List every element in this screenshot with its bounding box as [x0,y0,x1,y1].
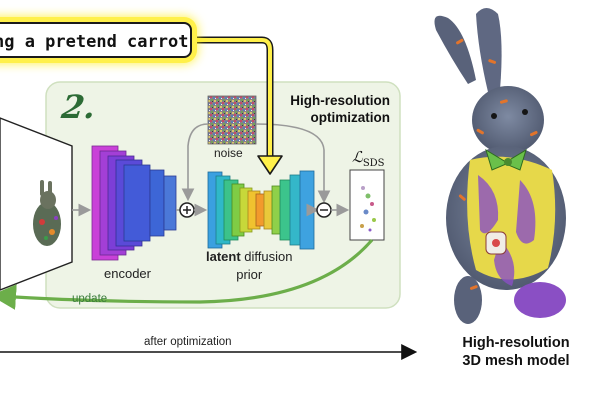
result-title: High-resolution 3D mesh model [436,334,596,370]
stage-title: High-resolution optimization [250,92,390,126]
prior-label-bold: latent [206,249,241,264]
result-title-line2: 3D mesh model [462,353,570,369]
noise-image [207,95,257,145]
sds-loss-label: ℒSDS [352,148,385,169]
prior-label-line2: prior [236,267,263,282]
after-optimization-label: after optimization [144,336,232,348]
final-3d-bunny-model [434,8,566,324]
update-label: update [72,293,108,305]
input-bunny-image [33,180,61,246]
prompt-arrow-head [257,155,283,175]
update-arrow [0,238,374,310]
sds-loss-subscript: SDS [362,158,385,169]
circle-minus-icon [316,202,332,218]
text-prompt-box: ng a pretend carrot [0,22,192,58]
noise-to-plus-arrow [181,123,209,202]
prompt-text: ng a pretend carrot [0,32,189,52]
circle-plus-icon [179,202,195,218]
prior-label: latent diffusion prior [206,248,292,284]
input-image-frame [0,117,73,291]
prior-label-rest: diffusion [240,249,293,264]
stage-title-line1: High-resolution [290,93,390,108]
sds-gradient-image [349,169,385,241]
stage-title-line2: optimization [310,110,391,125]
encoder-label: encoder [104,266,151,281]
sds-loss-symbol: ℒ [352,148,363,166]
result-title-line1: High-resolution [462,335,570,351]
encoder-block [91,145,177,261]
stage-number: 2. [59,88,99,126]
noise-label: noise [214,146,243,160]
latent-diffusion-prior-block [207,170,315,250]
